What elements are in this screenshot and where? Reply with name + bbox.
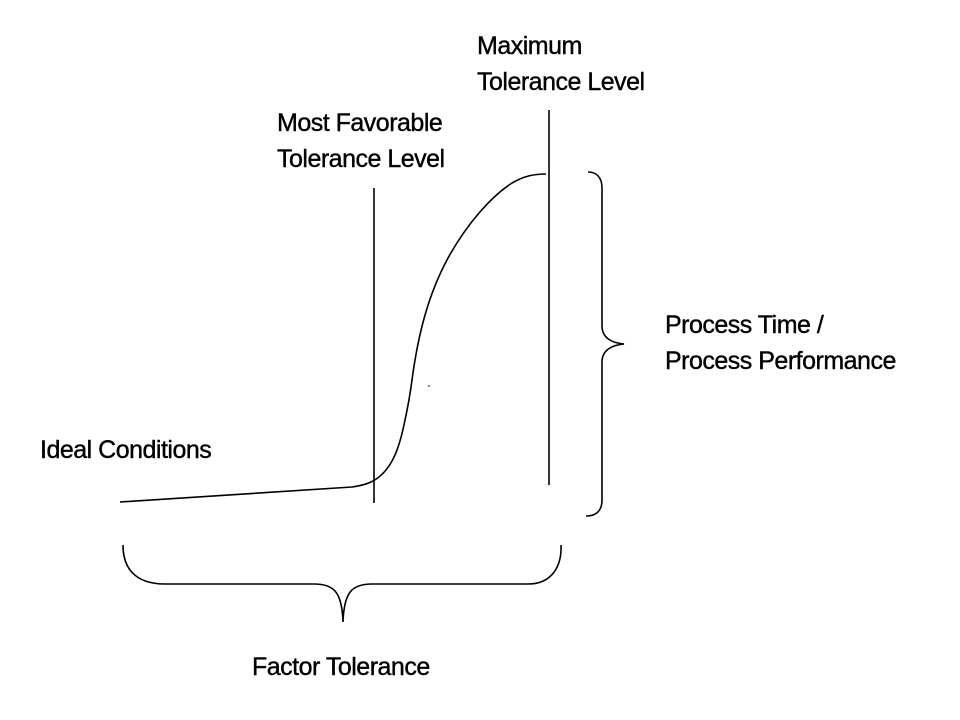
most-favorable-label-line1: Most Favorable xyxy=(277,109,443,137)
process-label-line2: Process Performance xyxy=(665,347,897,375)
maximum-tolerance-label-line2: Tolerance Level xyxy=(477,68,646,96)
performance-curve xyxy=(119,173,547,503)
factor-tolerance-label-text: Factor Tolerance xyxy=(252,653,431,681)
right-brace xyxy=(585,171,625,517)
maximum-tolerance-label: Maximum Tolerance Level xyxy=(477,28,646,100)
most-favorable-label: Most Favorable Tolerance Level xyxy=(277,105,446,177)
maximum-tolerance-label-line1: Maximum xyxy=(477,32,583,60)
bottom-brace xyxy=(122,544,562,623)
ideal-conditions-label-text: Ideal Conditions xyxy=(40,436,212,464)
most-favorable-label-line2: Tolerance Level xyxy=(277,145,446,173)
factor-tolerance-label: Factor Tolerance xyxy=(252,649,431,685)
process-label-line1: Process Time / xyxy=(665,311,824,339)
ideal-conditions-label: Ideal Conditions xyxy=(40,432,212,468)
stray-dot xyxy=(428,385,430,387)
process-label: Process Time / Process Performance xyxy=(665,307,897,379)
